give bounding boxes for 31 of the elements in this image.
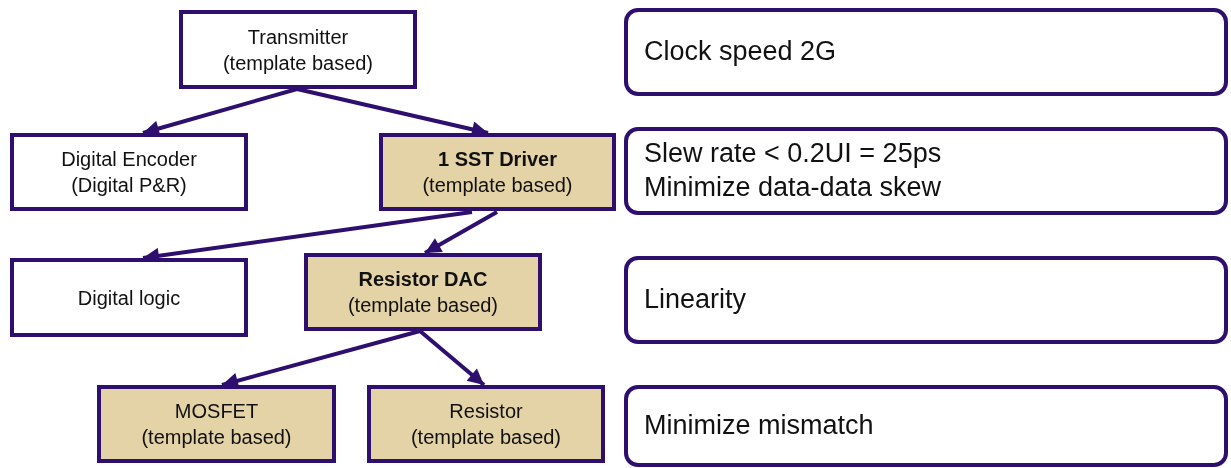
block-box (367, 385, 605, 463)
block-title: Minimize mismatch (644, 409, 874, 443)
requirement-box (624, 127, 1228, 215)
block-subtitle: Minimize data-data skew (644, 171, 942, 204)
block-box (379, 133, 616, 211)
block-title: Resistor DAC (358, 267, 488, 292)
block-title: Linearity (644, 283, 747, 317)
arrow (418, 329, 486, 387)
block-title: Slew rate < 0.2UI = 25ps (644, 137, 942, 171)
block-title: Clock speed 2G (644, 35, 837, 69)
arrow (424, 210, 498, 255)
block-box (179, 10, 417, 89)
block-subtitle: (template based) (422, 173, 573, 198)
block-title: 1 SST Driver (438, 147, 557, 172)
block-box (304, 253, 542, 331)
block-title: Transmitter (247, 24, 349, 50)
requirement-box (624, 8, 1228, 96)
block-subtitle: (template based) (347, 293, 499, 318)
block-box (10, 133, 248, 211)
block-title: MOSFET (174, 399, 259, 424)
block-title: Digital logic (77, 285, 181, 311)
block-subtitle: (template based) (410, 425, 562, 450)
block-box (97, 385, 336, 463)
block-box (10, 258, 248, 337)
block-title: Resistor (449, 399, 523, 424)
requirement-box (624, 385, 1228, 467)
block-subtitle: (Digital P&R) (71, 173, 187, 198)
block-title: Digital Encoder (61, 147, 197, 172)
block-subtitle: (template based) (222, 50, 374, 76)
requirement-box (624, 256, 1228, 344)
block-subtitle: (template based) (141, 425, 292, 450)
